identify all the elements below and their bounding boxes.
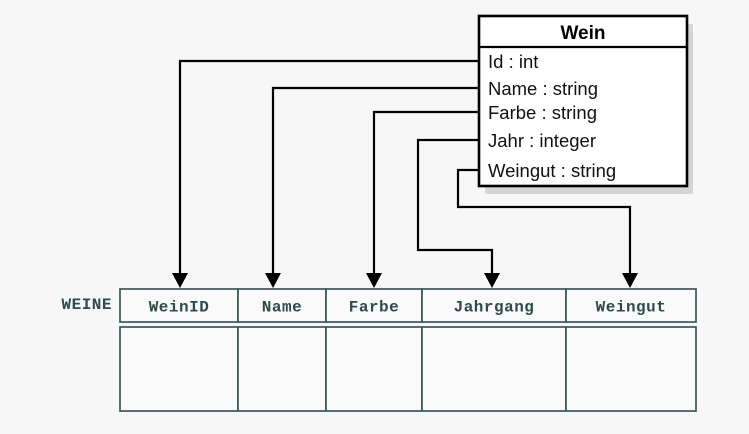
table-header-label-jahrgang: Jahrgang [454, 299, 535, 317]
table-name-label: WEINE [61, 296, 112, 314]
arrowhead-name [265, 273, 281, 288]
arrowhead-farbe [366, 273, 382, 288]
table-header-label-name: Name [262, 299, 302, 317]
uml-attribute-name: Name : string [488, 78, 598, 99]
uml-attribute-weingut: Weingut : string [488, 160, 616, 181]
connector-farbe-to-farbe [372, 110, 479, 276]
connector-weingut-to-weingut [456, 168, 632, 276]
table-header-cell-name [237, 288, 327, 323]
uml-attribute-farbe: Farbe : string [488, 102, 597, 123]
table-body-cell-name [237, 326, 327, 412]
uml-attribute-jahr: Jahr : integer [488, 130, 596, 151]
arrowhead-jahrgang [484, 273, 500, 288]
table-body-cell-farbe [325, 326, 423, 412]
table-body-cell-weinid [119, 326, 239, 412]
connector-id-to-weinid [178, 59, 479, 276]
table-header-cell-weinid [119, 288, 239, 323]
table-body-cell-jahrgang [421, 326, 567, 412]
table-header-cell-farbe [325, 288, 423, 323]
uml-attribute-id: Id : int [488, 51, 538, 72]
table-body-cell-weingut [565, 326, 697, 412]
table-header-label-weingut: Weingut [596, 299, 667, 317]
arrowhead-weingut [622, 273, 638, 288]
connector-name-to-name [271, 86, 479, 276]
arrowhead-weinid [172, 273, 188, 288]
relational-table: WEINE WeinID Name Farbe Jahrgang Weingut [61, 288, 697, 412]
uml-class-title: Wein [560, 23, 605, 44]
uml-box-outline [477, 14, 689, 188]
arrowhead-group [172, 273, 638, 288]
table-header-label-farbe: Farbe [349, 299, 400, 317]
table-header-cell-weingut [565, 288, 697, 323]
connector-jahr-to-jahrgang [416, 138, 494, 276]
table-header-label-weinid: WeinID [149, 299, 210, 317]
connector-group [178, 59, 632, 276]
